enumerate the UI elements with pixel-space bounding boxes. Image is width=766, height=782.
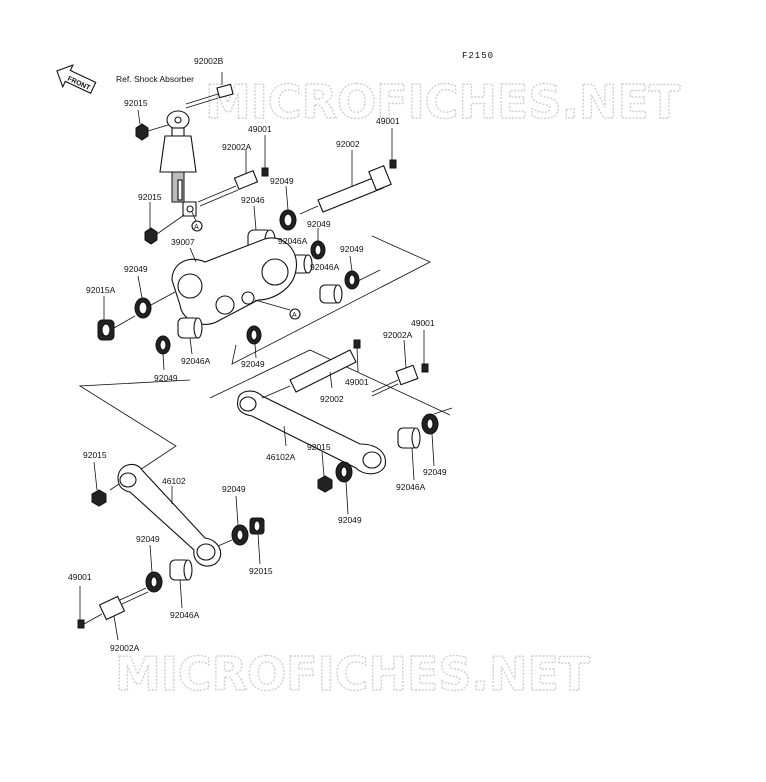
marker-a-1-text: A [194, 224, 199, 231]
label-92015-d: 92015 [83, 450, 107, 460]
grease-nipple-49001-b [389, 128, 397, 169]
seal-92049-left [134, 275, 176, 319]
grease-nipple-49001-e [77, 586, 103, 629]
seal-92049-46102-right [217, 495, 249, 547]
seal-92049-rod [335, 461, 353, 515]
nut-92015-upper [135, 109, 169, 141]
seal-92049-center-right [246, 325, 262, 359]
label-49001-a: 49001 [248, 124, 272, 134]
rod-46102 [117, 463, 222, 567]
label-92049-h: 92049 [222, 484, 246, 494]
front-arrow-icon: FRONT [56, 64, 97, 94]
label-92049-f: 92049 [154, 373, 178, 383]
grease-nipple-49001-a [261, 135, 269, 177]
label-92015-b: 92015 [138, 192, 162, 202]
diagram-code: F2150 [462, 51, 494, 61]
grease-nipple-49001-c [353, 339, 361, 373]
label-92046a-c: 92046A [181, 356, 211, 366]
marker-a-2-text: A [292, 312, 297, 319]
label-49001-c: 49001 [411, 318, 435, 328]
arm-39007 [171, 237, 298, 325]
label-92002a-b: 92002A [383, 330, 413, 340]
label-92049-a: 92049 [270, 176, 294, 186]
label-92002a-c: 92002A [110, 643, 140, 653]
label-92002-b: 92002 [320, 394, 344, 404]
label-92002-a: 92002 [336, 139, 360, 149]
label-92015a: 92015A [86, 285, 116, 295]
bolt-92002a-upper [197, 150, 259, 207]
seal-92049-lower-left [145, 544, 163, 593]
label-46102: 46102 [162, 476, 186, 486]
bush-92046a-lower-right [319, 255, 381, 304]
label-92049-j: 92049 [136, 534, 160, 544]
bush-92046a-lower-left [169, 559, 193, 609]
label-92049-i: 92049 [338, 515, 362, 525]
nut-92015-rod-right [249, 517, 265, 565]
watermark-bottom: MICROFICHES.NET [115, 647, 591, 701]
bolt-92002a-lower [98, 587, 149, 641]
label-92015-c: 92015 [307, 442, 331, 452]
label-92046: 92046 [241, 195, 265, 205]
guide-line-1 [231, 235, 431, 365]
label-92002b: 92002B [194, 56, 224, 66]
collar-92015a [97, 296, 136, 341]
nut-92015-lower [144, 202, 185, 245]
label-92046a-b: 92046A [310, 262, 340, 272]
label-92049-c: 92049 [340, 244, 364, 254]
seal-92049-center-left [155, 335, 171, 371]
bolt-92002a-right [371, 339, 419, 397]
nut-92015-middle [317, 451, 333, 493]
label-92049-g: 92049 [423, 467, 447, 477]
guide-line-3 [209, 349, 451, 416]
label-49001-e: 49001 [68, 572, 92, 582]
label-92002a-a: 92002A [222, 142, 252, 152]
seal-92049-upper [279, 185, 297, 231]
grease-nipple-49001-d [421, 330, 429, 373]
nut-92015-left [91, 461, 107, 507]
label-92046a-a: 92046A [278, 236, 308, 246]
label-92015-a: 92015 [124, 98, 148, 108]
bolt-92002-upper [299, 150, 392, 215]
marker-a-2 [289, 308, 301, 320]
bolt-92002-lower [261, 349, 357, 399]
rod-46102a [236, 390, 386, 475]
label-49001-d: 49001 [345, 377, 369, 387]
label-92046a-e: 92046A [170, 610, 200, 620]
label-92046a-d: 92046A [396, 482, 426, 492]
label-92049-e: 92049 [241, 359, 265, 369]
label-92049-d: 92049 [124, 264, 148, 274]
marker-a-1 [191, 220, 203, 232]
shock-absorber [159, 110, 197, 217]
part-labels: 92002B 92015 49001 49001 92002A 92002 92… [68, 56, 447, 653]
bolt-92002b [185, 72, 234, 109]
ref-shock-label: Ref. Shock Absorber [116, 74, 194, 84]
watermark-top: MICROFICHES.NET [205, 75, 681, 129]
label-92015-e: 92015 [249, 566, 273, 576]
label-49001-b: 49001 [376, 116, 400, 126]
label-92049-b: 92049 [307, 219, 331, 229]
label-46102a: 46102A [266, 452, 296, 462]
label-39007: 39007 [171, 237, 195, 247]
bush-92046a-right [397, 407, 453, 481]
bush-92046a-center [177, 317, 203, 355]
guide-line-2 [78, 379, 191, 491]
